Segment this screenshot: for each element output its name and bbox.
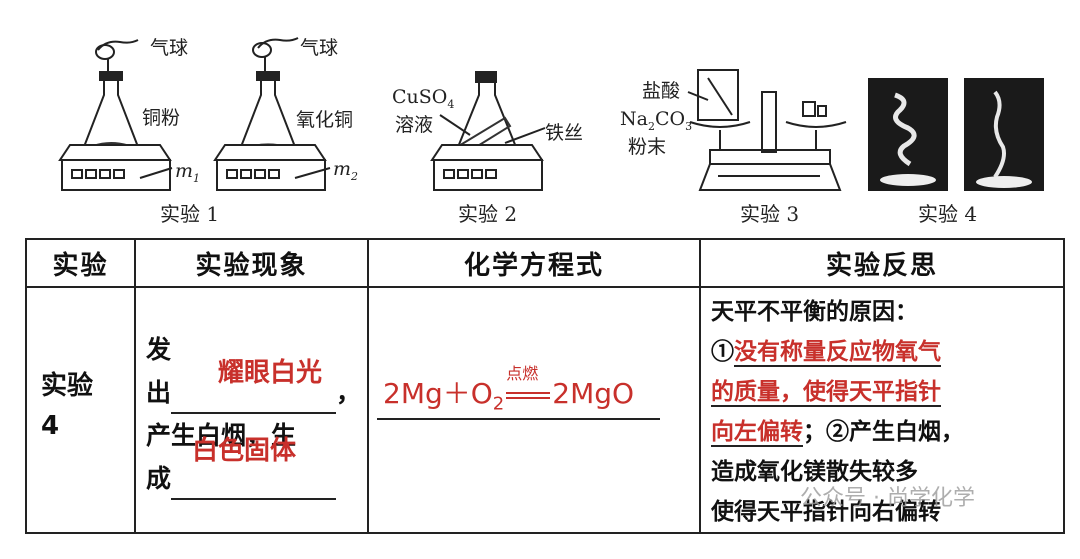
- watermark: 公众号 · 尚学化学: [800, 486, 975, 511]
- cell-reflection: 天平不平衡的原因： ①没有称量反应物氧气 的质量，使得天平指针 向左偏转；②产生…: [701, 288, 1063, 532]
- experiment-table: 实验 实验现象 化学方程式 实验反思 实验 4 发 出， 产生白烟，生 成 耀眼…: [25, 238, 1065, 534]
- answer-dazzling-light: 耀眼白光: [218, 358, 323, 388]
- equation-underline: [377, 418, 660, 420]
- blank-2: [171, 468, 337, 500]
- label-na2co3: Na2CO3: [620, 108, 693, 133]
- header-reflection: 实验反思: [699, 238, 1065, 288]
- label-solution: 溶液: [395, 114, 434, 136]
- exp1b-apparatus: [213, 37, 331, 191]
- label-hcl: 盐酸: [642, 80, 681, 102]
- header-equation: 化学方程式: [367, 238, 701, 288]
- exp1-apparatus: [58, 39, 173, 191]
- phenomenon-text: 发 出， 产生白烟，生 成: [146, 328, 361, 500]
- cell-phenomenon: 发 出， 产生白烟，生 成 耀眼白光 白色固体: [136, 288, 367, 532]
- label-copper-oxide: 氧化铜: [296, 109, 354, 131]
- label-balloon-1: 气球: [150, 37, 189, 59]
- label-powder: 粉末: [628, 136, 667, 158]
- label-copper-powder: 铜粉: [142, 107, 181, 129]
- caption-exp1: 实验 1: [160, 202, 220, 226]
- exp3-apparatus: [687, 69, 847, 191]
- caption-exp4: 实验 4: [918, 202, 978, 226]
- experiment-figures: [58, 37, 1044, 191]
- table-header-row: 实验 实验现象 化学方程式 实验反思: [25, 238, 1065, 288]
- exp2-apparatus: [430, 71, 546, 191]
- reaction-arrow: 点燃: [504, 364, 552, 410]
- cell-experiment: 实验 4: [27, 288, 134, 532]
- experiment-name: 实验 4: [41, 371, 94, 441]
- exp4-photos: [868, 78, 1044, 191]
- blank-1: [171, 382, 337, 414]
- label-iron-wire: 铁丝: [545, 122, 584, 144]
- answer-white-solid: 白色固体: [192, 436, 297, 466]
- caption-exp2: 实验 2: [458, 202, 518, 226]
- reflection-text: 天平不平衡的原因： ①没有称量反应物氧气 的质量，使得天平指针 向左偏转；②产生…: [711, 298, 964, 525]
- caption-exp3: 实验 3: [740, 202, 800, 226]
- label-m1: m1: [175, 160, 201, 185]
- label-cuso4: CuSO4: [392, 86, 455, 111]
- header-phenomenon: 实验现象: [134, 238, 369, 288]
- label-balloon-2: 气球: [300, 37, 339, 59]
- header-experiment: 实验: [25, 238, 136, 288]
- label-m2: m2: [333, 158, 359, 183]
